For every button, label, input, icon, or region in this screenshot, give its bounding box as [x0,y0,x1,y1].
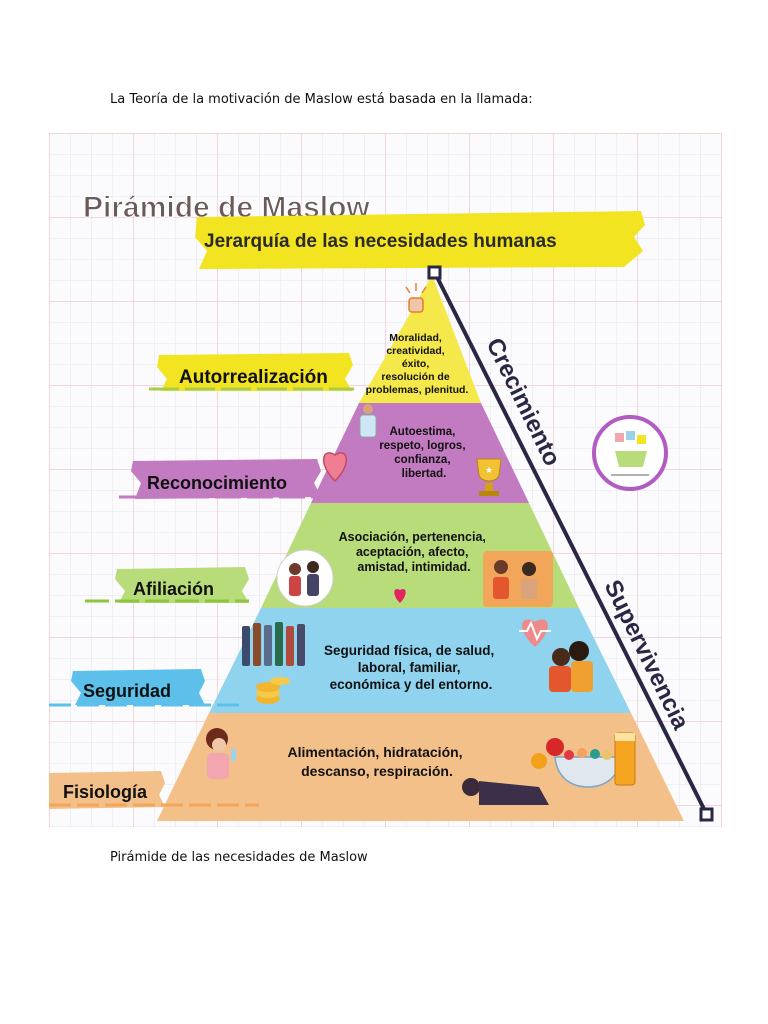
label-autorrealizacion: Autorrealización [179,367,328,388]
figure-caption: Pirámide de las necesidades de Maslow [110,850,368,865]
logo-badge-icon [592,415,668,491]
coins-icon [256,677,290,704]
desc-afiliacion: Asociación, pertenencia, aceptación, afe… [339,530,490,574]
drinking-person-icon [206,728,236,779]
label-reconocimiento: Reconocimiento [147,473,287,493]
juice-glass-icon [614,732,636,786]
growth-survival-arrow [433,272,709,816]
heartbeat-icon [519,619,551,647]
label-autorrealizacion-banner [157,353,353,391]
label-seguridad-banner [71,669,205,705]
arrow-end-marker [699,807,714,822]
desc-reconocimiento: Autoestima, respeto, logros, confianza, … [379,426,468,480]
maslow-infographic: Pirámide de Maslow Jerarquía de las nece… [49,133,722,827]
label-fisiologia: Fisiología [63,782,148,802]
desc-autorrealizacion: Moralidad, creatividad, éxito, resolució… [366,332,469,396]
svg-text:★: ★ [485,465,493,475]
label-seguridad: Seguridad [83,681,171,701]
intro-paragraph: La Teoría de la motivación de Maslow est… [110,92,533,107]
desc-seguridad: Seguridad física, de salud, laboral, fam… [324,643,498,692]
family-circle-icon [276,549,334,607]
label-fisiologia-banner [49,771,165,809]
friends-photo-icon [483,551,553,607]
label-afiliacion-banner [115,567,249,603]
small-heart-icon [394,588,406,603]
label-afiliacion: Afiliación [133,579,214,599]
desc-fisiologia: Alimentación, hidratación, descanso, res… [288,744,467,779]
level-autorrealizacion-band [359,275,481,403]
subtitle-highlight [195,211,645,269]
sleeping-person-icon [462,778,549,805]
infographic-subtitle: Jerarquía de las necesidades humanas [204,231,557,252]
trophy-icon: ★ [476,458,502,496]
hand-light-icon [405,283,427,313]
person-icon [359,404,377,438]
arrow-start-marker [427,265,442,280]
family-icon [549,641,593,692]
workers-group-icon [242,622,305,666]
heart-hands-icon [323,452,347,483]
fruit-bowl-icon [531,738,622,788]
label-reconocimiento-banner [131,459,321,499]
